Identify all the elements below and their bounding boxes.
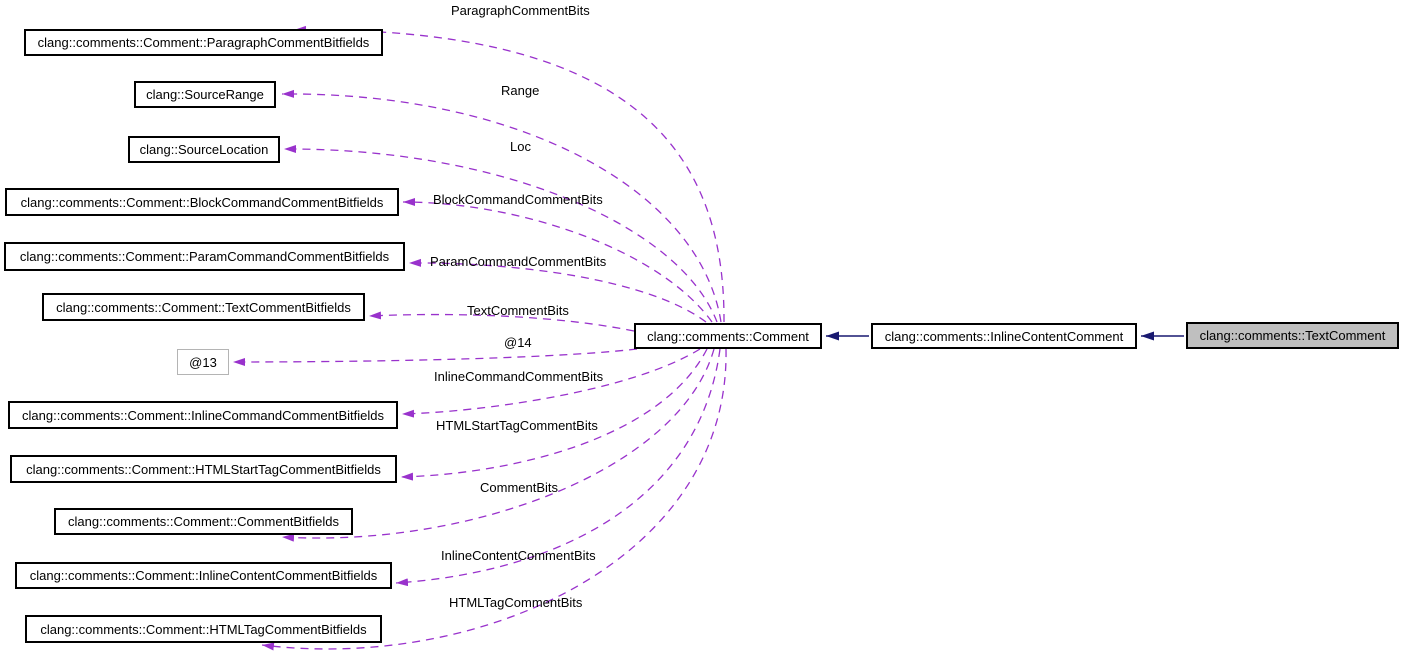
node-label: @13: [189, 354, 217, 370]
node-label: clang::comments::Comment::InlineContentC…: [29, 568, 378, 583]
usage-edge-block-command-comment-bits: [402, 198, 713, 323]
usage-edge-paragraph-comment-bits: [293, 25, 725, 323]
node-label: clang::SourceRange: [146, 87, 264, 102]
node-label: clang::comments::Comment::TextCommentBit…: [56, 299, 351, 315]
node-label: clang::comments::Comment: [647, 328, 809, 344]
node-label: clang::comments::Comment::ParamCommandCo…: [19, 249, 390, 264]
edge-label-inline-command-comment-bits: InlineCommandCommentBits: [434, 369, 604, 384]
usage-edge-text-comment-bits: [368, 311, 635, 332]
usage-edge-loc: [283, 144, 718, 323]
node-inline-content-comment-bitfields[interactable]: clang::comments::Comment::InlineContentC…: [15, 562, 392, 589]
node-source-location[interactable]: clang::SourceLocation: [128, 136, 280, 163]
edge-label-param-command-comment-bits: ParamCommandCommentBits: [430, 254, 607, 269]
usage-edge-param-command-comment-bits: [408, 258, 707, 323]
usage-edge-html-start-tag-comment-bits: [400, 348, 708, 481]
edge-label-html-tag-comment-bits: HTMLTagCommentBits: [449, 595, 583, 610]
usage-edge-html-tag-comment-bits: [261, 348, 727, 651]
edge-label-range: Range: [501, 83, 540, 98]
node-label: clang::comments::Comment::HTMLStartTagCo…: [26, 461, 381, 477]
node-label: clang::comments::TextComment: [1199, 328, 1386, 343]
usage-edge-inline-content-comment-bits: [395, 348, 721, 587]
usage-edge-inline-command-comment-bits: [401, 348, 701, 418]
edge-label-block-command-comment-bits: BlockCommandCommentBits: [433, 192, 603, 207]
usage-edge-at14: [232, 348, 638, 366]
node-label: clang::SourceLocation: [139, 142, 269, 157]
node-text-comment-bitfields[interactable]: clang::comments::Comment::TextCommentBit…: [42, 293, 365, 321]
node-source-range[interactable]: clang::SourceRange: [134, 81, 276, 108]
node-comment-bitfields[interactable]: clang::comments::Comment::CommentBitfiel…: [54, 508, 353, 535]
node-at13: @13: [177, 349, 229, 375]
edge-label-html-start-tag-comment-bits: HTMLStartTagCommentBits: [436, 418, 598, 433]
node-comment[interactable]: clang::comments::Comment: [634, 323, 822, 349]
node-html-start-tag-comment-bitfields[interactable]: clang::comments::Comment::HTMLStartTagCo…: [10, 455, 397, 483]
node-label: clang::comments::Comment::ParagraphComme…: [37, 35, 370, 50]
node-label: clang::comments::Comment::BlockCommandCo…: [20, 194, 384, 210]
node-label: clang::comments::InlineContentComment: [884, 328, 1124, 344]
edge-label-comment-bits: CommentBits: [480, 480, 559, 495]
usage-edge-range: [281, 89, 722, 323]
edge-label-loc: Loc: [510, 139, 531, 154]
node-label: clang::comments::Comment::HTMLTagComment…: [40, 621, 367, 637]
edge-label-paragraph-comment-bits: ParagraphCommentBits: [451, 3, 590, 18]
edge-label-text-comment-bits: TextCommentBits: [467, 303, 569, 318]
node-paragraph-comment-bitfields[interactable]: clang::comments::Comment::ParagraphComme…: [24, 29, 383, 56]
node-label: clang::comments::Comment::CommentBitfiel…: [68, 514, 339, 529]
node-block-command-comment-bitfields[interactable]: clang::comments::Comment::BlockCommandCo…: [5, 188, 399, 216]
edge-label-at14: @14: [504, 335, 532, 350]
node-inline-command-comment-bitfields[interactable]: clang::comments::Comment::InlineCommandC…: [8, 401, 398, 429]
usage-edge-comment-bits: [281, 348, 715, 542]
edge-label-inline-content-comment-bits: InlineContentCommentBits: [441, 548, 596, 563]
node-inline-content-comment[interactable]: clang::comments::InlineContentComment: [871, 323, 1137, 349]
node-label: clang::comments::Comment::InlineCommandC…: [22, 407, 384, 423]
node-html-tag-comment-bitfields[interactable]: clang::comments::Comment::HTMLTagComment…: [25, 615, 382, 643]
node-param-command-comment-bitfields[interactable]: clang::comments::Comment::ParamCommandCo…: [4, 242, 405, 271]
node-text-comment-current: clang::comments::TextComment: [1186, 322, 1399, 349]
